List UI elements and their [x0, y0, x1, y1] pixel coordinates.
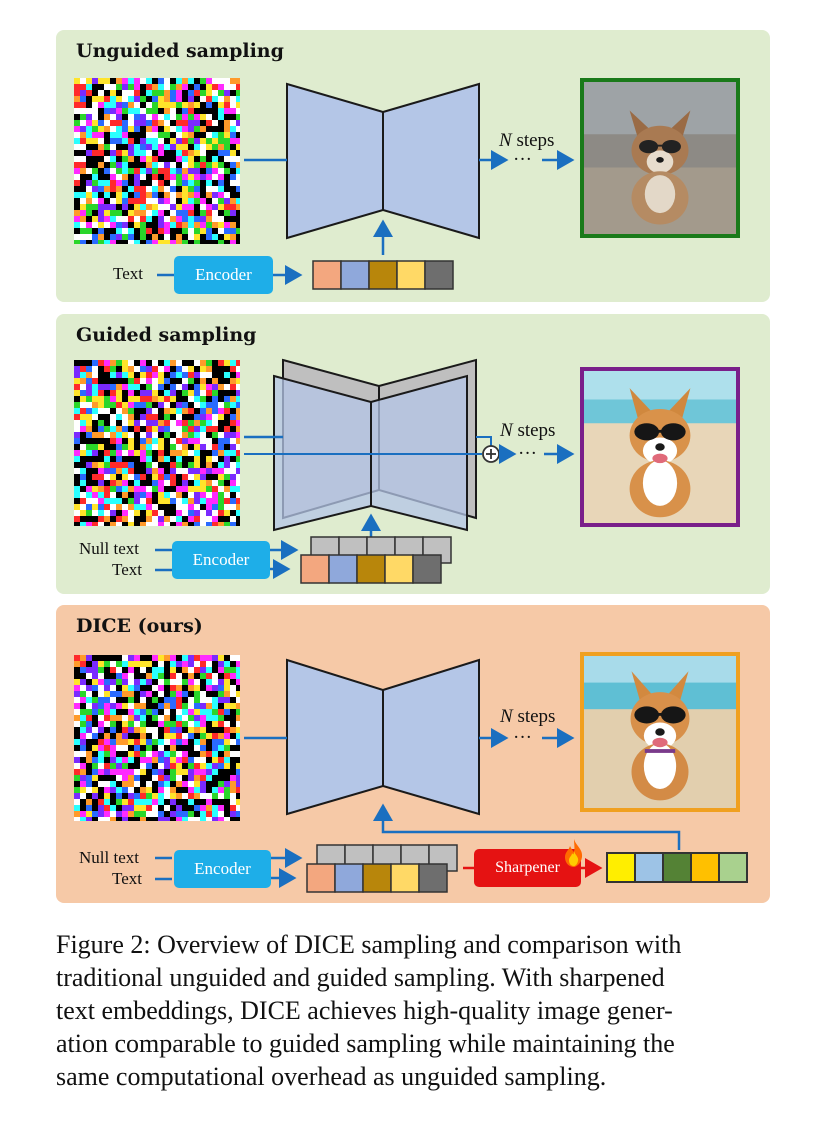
sharpener-box: Sharpener	[474, 849, 581, 887]
text-label-unguided: Text	[113, 264, 143, 283]
dots-unguided: ···	[513, 149, 532, 170]
steps-word-dice: steps	[517, 706, 556, 727]
steps-word-unguided: steps	[516, 130, 555, 151]
caption-line-1: Figure 2: Overview of DICE sampling and …	[56, 930, 682, 959]
null-text-label-guided: Null text	[79, 539, 139, 558]
encoder-box-dice: Encoder	[174, 850, 271, 888]
output-image-dice	[580, 652, 740, 812]
null-text-label-dice: Null text	[79, 848, 139, 867]
corgi-picture-dice	[584, 656, 736, 808]
caption-line-2: traditional unguided and guided sampling…	[56, 963, 665, 992]
corgi-picture-unguided	[584, 82, 736, 234]
steps-variable-guided: N	[500, 420, 513, 441]
noise-image-unguided	[74, 78, 242, 246]
text-label-dice: Text	[112, 869, 142, 888]
caption-line-4: ation comparable to guided sampling whil…	[56, 1029, 675, 1058]
steps-label-unguided: N steps	[499, 130, 554, 152]
caption-line-5: same computational overhead as unguided …	[56, 1062, 607, 1091]
steps-variable-unguided: N	[499, 130, 512, 151]
steps-word-guided: steps	[517, 420, 556, 441]
unguided-title: Unguided sampling	[76, 40, 284, 62]
steps-label-dice: N steps	[500, 706, 555, 728]
caption-line-3: text embeddings, DICE achieves high-qual…	[56, 996, 673, 1025]
noise-pattern-unguided	[74, 78, 242, 246]
encoder-box-unguided: Encoder	[174, 256, 273, 294]
noise-pattern-dice	[74, 655, 242, 823]
dice-title: DICE (ours)	[76, 615, 203, 637]
output-image-unguided	[580, 78, 740, 238]
steps-variable-dice: N	[500, 706, 513, 727]
noise-pattern-guided	[74, 360, 242, 528]
dots-dice: ···	[513, 727, 532, 748]
noise-image-dice	[74, 655, 242, 823]
output-image-guided	[580, 367, 740, 527]
dots-guided: ···	[518, 443, 537, 464]
corgi-picture-guided	[584, 371, 736, 523]
guided-title: Guided sampling	[76, 324, 257, 346]
noise-image-guided	[74, 360, 242, 528]
steps-label-guided: N steps	[500, 420, 555, 442]
text-label-guided: Text	[112, 560, 142, 579]
encoder-box-guided: Encoder	[172, 541, 270, 579]
figure-caption: Figure 2: Overview of DICE sampling and …	[56, 928, 772, 1093]
fire-icon	[565, 839, 583, 867]
